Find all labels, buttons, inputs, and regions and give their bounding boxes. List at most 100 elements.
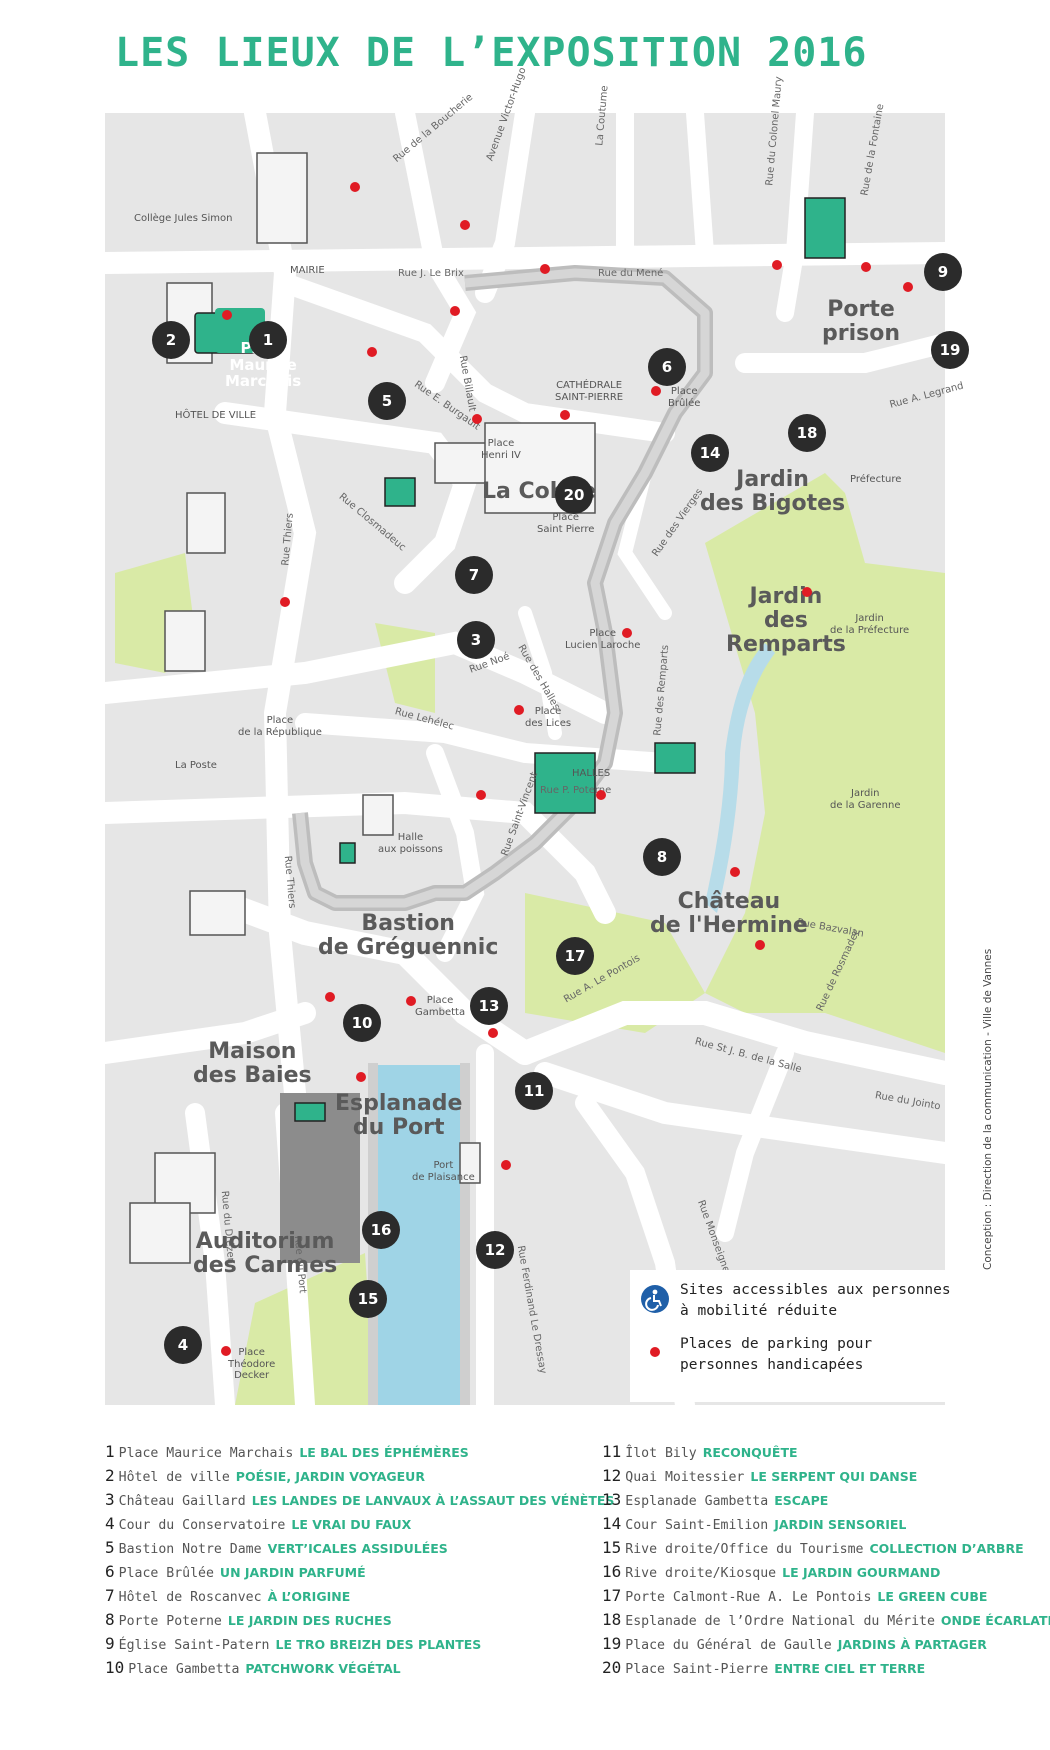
parking-dot <box>755 940 765 950</box>
item-event: ENTRE CIEL ET TERRE <box>774 1661 926 1676</box>
site-marker-14[interactable]: 14 <box>691 434 729 472</box>
parking-dot <box>450 306 460 316</box>
place-label: Place de la République <box>238 715 322 738</box>
parking-dot <box>367 347 377 357</box>
site-marker-15[interactable]: 15 <box>349 1280 387 1318</box>
item-number: 17 <box>602 1586 622 1605</box>
place-label: Place Théodore Decker <box>228 1347 276 1381</box>
item-event: LE BAL DES ÉPHÉMÈRES <box>299 1445 469 1460</box>
place-label: Place des Lices <box>525 706 572 729</box>
site-marker-13[interactable]: 13 <box>470 987 508 1025</box>
item-place: Château Gaillard <box>118 1494 246 1509</box>
place-label: Jardin de la Garenne <box>830 788 901 811</box>
site-marker-2[interactable]: 2 <box>152 321 190 359</box>
street-label: Rue J. Le Brix <box>398 268 464 279</box>
item-number: 10 <box>105 1658 125 1677</box>
map-legend: Sites accessibles aux personnes à mobili… <box>630 1270 951 1402</box>
parking-dot <box>622 628 632 638</box>
street-label: Rue du Mené <box>598 268 664 279</box>
item-event: JARDIN SENSORIEL <box>774 1517 907 1532</box>
item-place: Rive droite/Kiosque <box>625 1566 777 1581</box>
item-number: 6 <box>105 1562 115 1581</box>
item-number: 11 <box>602 1442 622 1461</box>
site-marker-12[interactable]: 12 <box>476 1231 514 1269</box>
site-marker-5[interactable]: 5 <box>368 382 406 420</box>
map[interactable] <box>105 113 945 1405</box>
item-place: Rive droite/Office du Tourisme <box>625 1542 864 1557</box>
parking-dot <box>501 1160 511 1170</box>
street-label: Rue P. Poterne <box>540 785 612 796</box>
site-marker-8[interactable]: 8 <box>643 838 681 876</box>
place-label: Place Henri IV <box>481 438 521 461</box>
site-marker-11[interactable]: 11 <box>515 1072 553 1110</box>
item-event: LE JARDIN GOURMAND <box>782 1565 941 1580</box>
item-place: Esplanade de l’Ordre National du Mérite <box>625 1614 935 1629</box>
site-marker-3[interactable]: 3 <box>457 621 495 659</box>
item-event: PATCHWORK VÉGÉTAL <box>245 1661 401 1676</box>
area-label: Bastion de Gréguennic <box>318 911 499 961</box>
item-event: ONDE ÉCARLATE <box>940 1613 1050 1628</box>
legend-parking: Places de parking pour personnes handica… <box>680 1336 873 1374</box>
item-number: 13 <box>602 1490 622 1509</box>
item-number: 8 <box>105 1610 115 1629</box>
site-marker-17[interactable]: 17 <box>556 937 594 975</box>
site-marker-20[interactable]: 20 <box>555 476 593 514</box>
item-event: RECONQUÊTE <box>702 1445 798 1460</box>
site-marker-9[interactable]: 9 <box>924 253 962 291</box>
place-label: Place Lucien Laroche <box>565 628 641 651</box>
place-label: Place Saint Pierre <box>537 512 595 535</box>
area-label: Esplanade du Port <box>335 1091 463 1141</box>
item-place: Cour du Conservatoire <box>118 1518 286 1533</box>
item-number: 12 <box>602 1466 622 1485</box>
site-marker-10[interactable]: 10 <box>343 1004 381 1042</box>
item-number: 7 <box>105 1586 115 1605</box>
wheelchair-icon <box>641 1285 669 1313</box>
parking-dot <box>460 220 470 230</box>
area-label: Maison des Baies <box>193 1039 312 1089</box>
parking-dot <box>651 386 661 396</box>
item-place: Place du Général de Gaulle <box>625 1638 832 1653</box>
site-marker-6[interactable]: 6 <box>648 348 686 386</box>
item-place: Place Gambetta <box>128 1662 240 1677</box>
item-number: 16 <box>602 1562 622 1581</box>
item-event: POÉSIE, JARDIN VOYAGEUR <box>235 1469 425 1484</box>
item-event: LE SERPENT QUI DANSE <box>750 1469 918 1484</box>
item-number: 20 <box>602 1658 622 1677</box>
site-marker-7[interactable]: 7 <box>455 556 493 594</box>
map-background <box>105 113 945 1405</box>
place-label: Jardin de la Préfecture <box>830 613 910 636</box>
item-place: Église Saint-Patern <box>118 1638 270 1653</box>
parking-dot <box>540 264 550 274</box>
item-place: Îlot Bily <box>625 1446 697 1461</box>
site-marker-16[interactable]: 16 <box>362 1211 400 1249</box>
area-label: Jardin des Remparts <box>726 584 846 658</box>
place-label: Place Gambetta <box>415 995 466 1018</box>
place-label: HÔTEL DE VILLE <box>175 410 257 421</box>
item-number: 14 <box>602 1514 622 1533</box>
item-number: 4 <box>105 1514 115 1533</box>
site-marker-4[interactable]: 4 <box>164 1326 202 1364</box>
item-number: 2 <box>105 1466 115 1485</box>
site-marker-19[interactable]: 19 <box>931 331 969 369</box>
place-label: La Poste <box>175 760 217 771</box>
site-marker-18[interactable]: 18 <box>788 414 826 452</box>
item-place: Cour Saint-Emilion <box>625 1518 769 1533</box>
item-event: À L’ORIGINE <box>267 1589 351 1604</box>
item-event: LE JARDIN DES RUCHES <box>227 1613 392 1628</box>
item-place: Bastion Notre Dame <box>118 1542 262 1557</box>
place-label: Préfecture <box>850 474 902 485</box>
item-event: LE VRAI DU FAUX <box>291 1517 412 1532</box>
site-marker-1[interactable]: 1 <box>249 321 287 359</box>
parking-dot <box>903 282 913 292</box>
item-event: LE GREEN CUBE <box>877 1589 988 1604</box>
